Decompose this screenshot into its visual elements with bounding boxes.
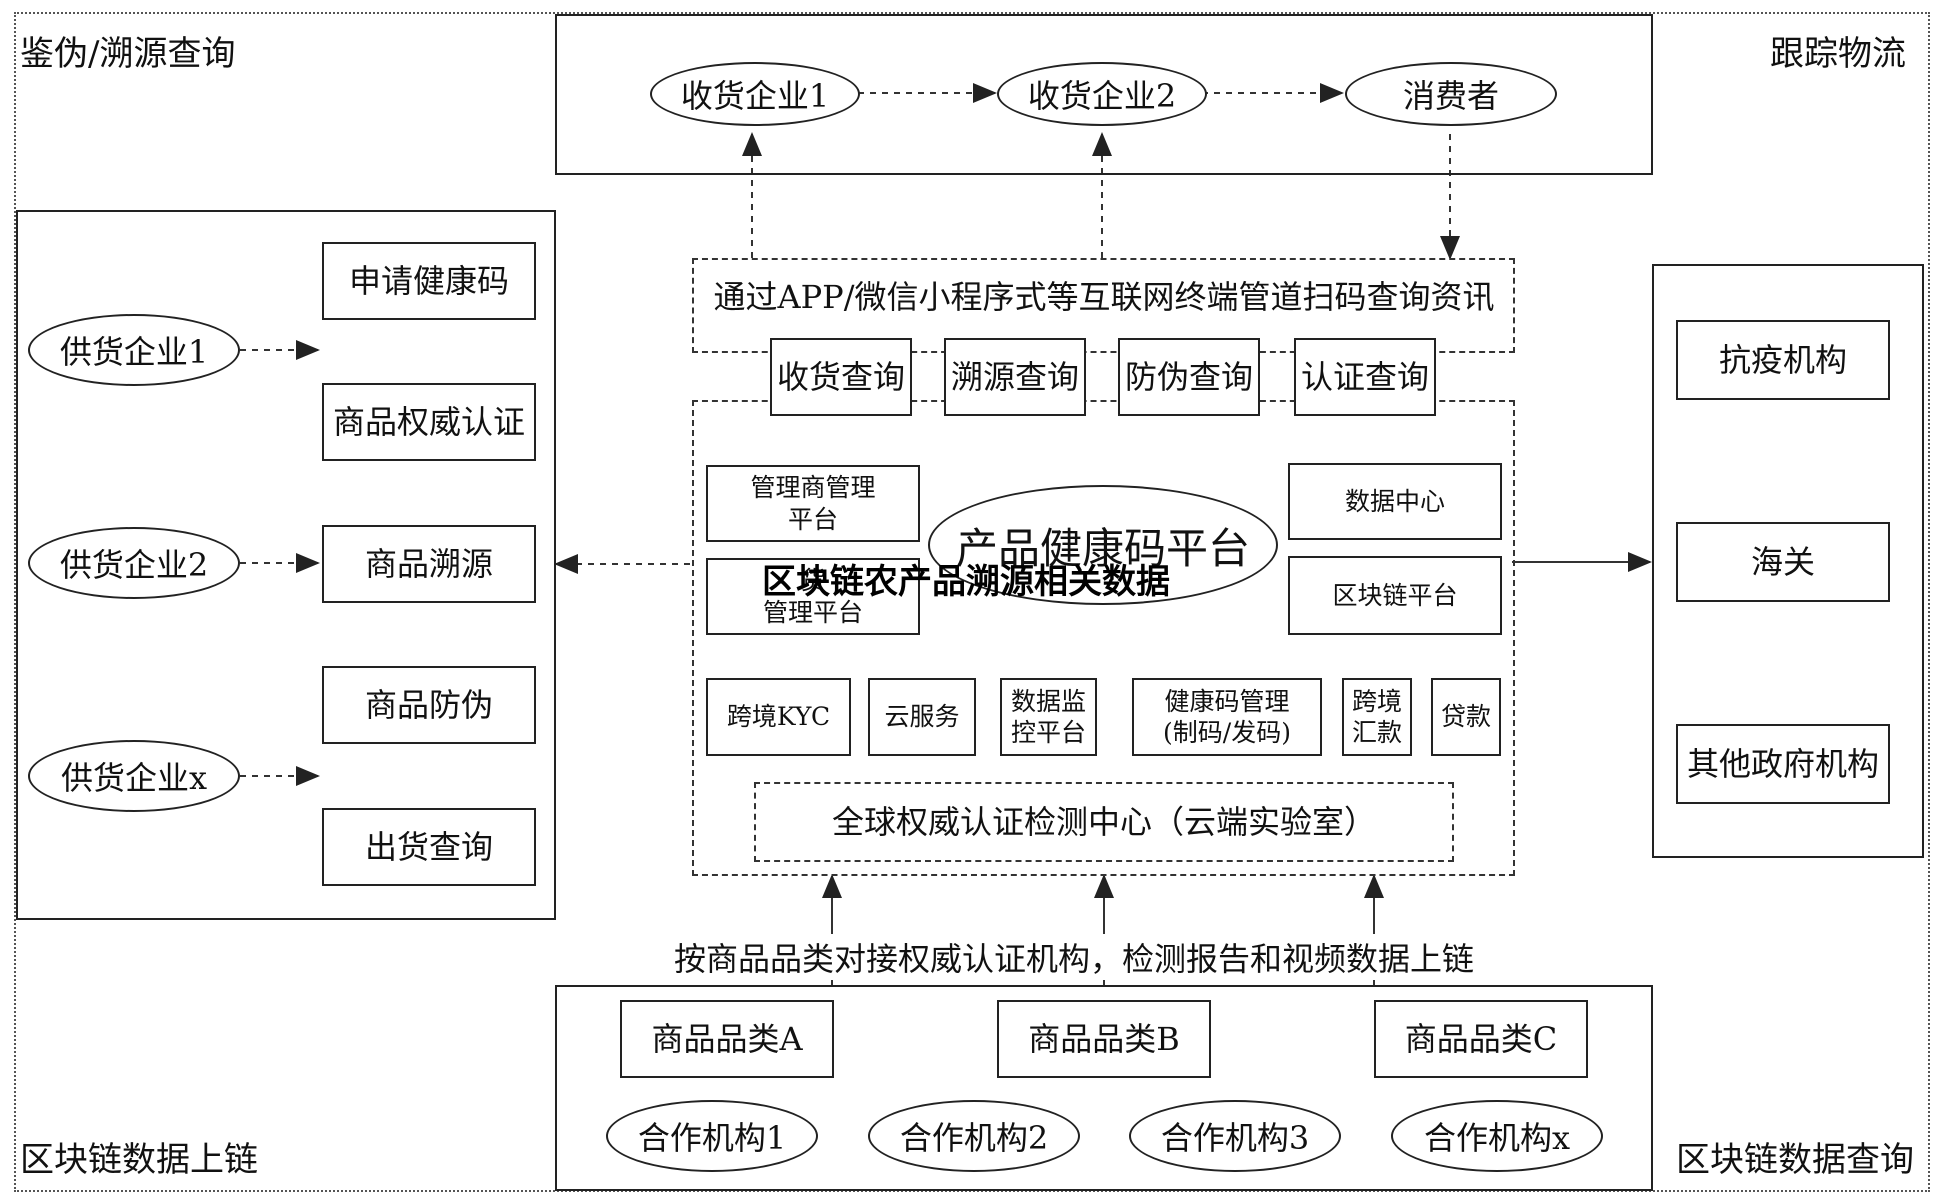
query-button-trace[interactable]: 溯源查询 <box>944 338 1086 416</box>
category-c: 商品品类C <box>1374 1000 1588 1078</box>
blockchain-platform-box: 区块链平台 <box>1288 556 1502 635</box>
corner-label-top-right: 跟踪物流 <box>1770 26 1906 75</box>
scan-channel-box <box>692 258 1515 353</box>
function-product-traceability: 商品溯源 <box>322 525 536 603</box>
query-button-certification[interactable]: 认证查询 <box>1294 338 1436 416</box>
service-cross-border-kyc: 跨境KYC <box>706 678 851 756</box>
function-shipment-query: 出货查询 <box>322 808 536 886</box>
function-product-certification: 商品权威认证 <box>322 383 536 461</box>
service-health-code-management: 健康码管理 (制码/发码) <box>1132 678 1322 756</box>
manager-platform-box: 管理商管理 平台 <box>706 465 920 542</box>
category-a: 商品品类A <box>620 1000 834 1078</box>
corner-label-bottom-right: 区块链数据查询 <box>1676 1132 1914 1181</box>
service-cross-border-remittance: 跨境 汇款 <box>1342 678 1412 756</box>
service-cloud: 云服务 <box>868 678 976 756</box>
query-button-receipt[interactable]: 收货查询 <box>770 338 912 416</box>
service-data-monitoring: 数据监 控平台 <box>1000 678 1097 756</box>
gov-other-agencies: 其他政府机构 <box>1676 724 1890 804</box>
receiver-chain-box <box>555 14 1653 175</box>
partner-2: 合作机构2 <box>868 1100 1080 1172</box>
category-b: 商品品类B <box>997 1000 1211 1078</box>
supplier-panel <box>16 210 556 920</box>
function-apply-health-code: 申请健康码 <box>322 242 536 320</box>
platform-area <box>692 400 1515 876</box>
goods-management-platform-box: 货 管理平台 <box>706 558 920 635</box>
overlay-title: 区块链农产品溯源相关数据 <box>762 562 1170 602</box>
consumer-node: 消费者 <box>1345 62 1557 126</box>
scan-channel-label: 通过APP/微信小程序式等互联网终端管道扫码查询资讯 <box>713 278 1495 316</box>
corner-label-top-left: 鉴伪/溯源查询 <box>20 26 236 75</box>
data-center-box: 数据中心 <box>1288 463 1502 540</box>
corner-label-bottom-left: 区块链数据上链 <box>20 1132 258 1181</box>
service-loan: 贷款 <box>1431 678 1501 756</box>
partner-1: 合作机构1 <box>606 1100 818 1172</box>
health-code-platform-title: 产品健康码平台 <box>955 523 1250 573</box>
global-testing-lab: 全球权威认证检测中心（云端实验室） <box>754 782 1454 862</box>
supplier-node-1: 供货企业1 <box>28 314 240 386</box>
gov-epidemic-agency: 抗疫机构 <box>1676 320 1890 400</box>
query-button-anticounterfeit[interactable]: 防伪查询 <box>1118 338 1260 416</box>
category-box <box>555 985 1653 1191</box>
receiver-node-2: 收货企业2 <box>997 62 1207 126</box>
bottom-caption: 按商品品类对接权威认证机构，检测报告和视频数据上链 <box>674 934 1475 980</box>
function-product-anticounterfeit: 商品防伪 <box>322 666 536 744</box>
supplier-node-2: 供货企业2 <box>28 527 240 599</box>
partner-3: 合作机构3 <box>1129 1100 1341 1172</box>
partner-x: 合作机构x <box>1391 1100 1603 1172</box>
outer-frame <box>14 12 1930 1192</box>
supplier-node-x: 供货企业x <box>28 740 240 812</box>
government-panel <box>1652 264 1924 858</box>
receiver-node-1: 收货企业1 <box>650 62 860 126</box>
gov-customs: 海关 <box>1676 522 1890 602</box>
health-code-platform-ellipse: 产品健康码平台 <box>928 485 1278 605</box>
